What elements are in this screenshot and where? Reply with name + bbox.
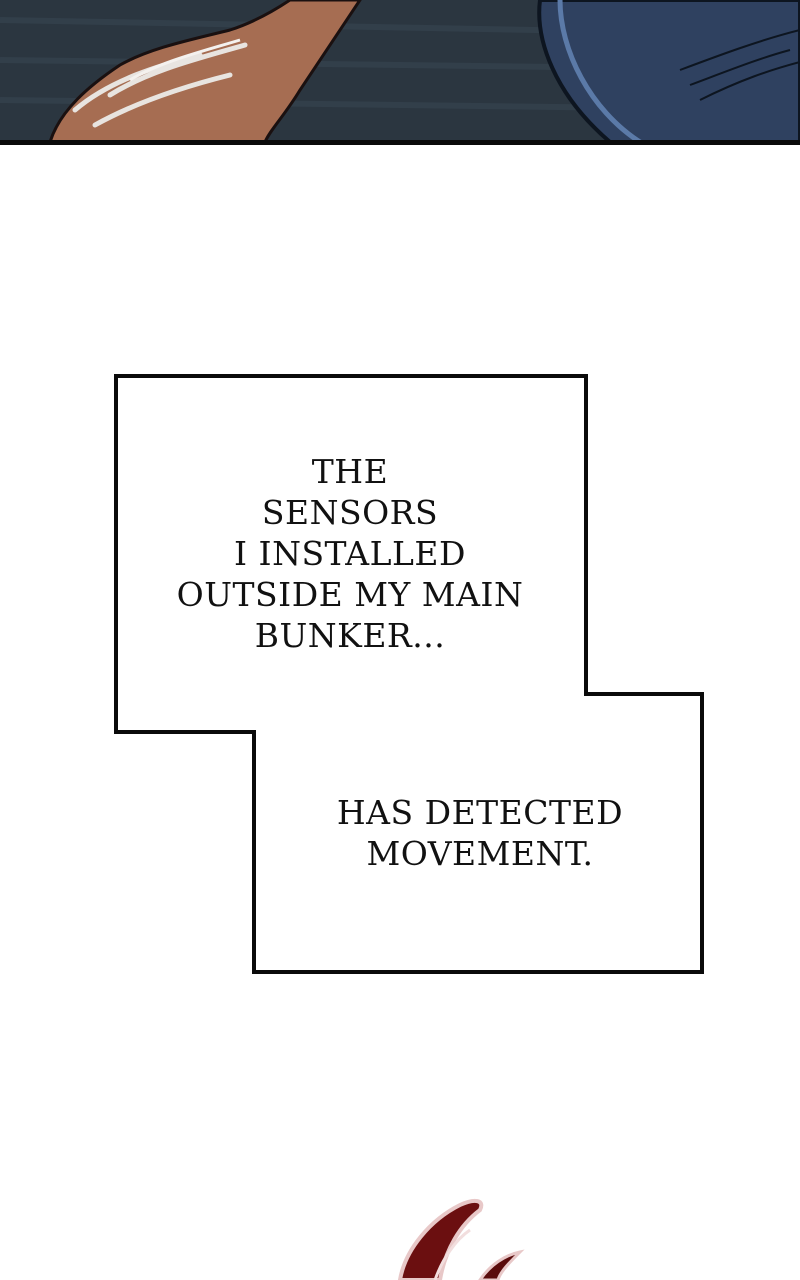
caption-line: I INSTALLED: [234, 534, 466, 573]
narration-caption-1: THE SENSORS I INSTALLED OUTSIDE MY MAIN …: [150, 451, 550, 656]
caption-line: HAS DETECTED: [336, 793, 624, 832]
caption-line: BUNKER...: [254, 616, 446, 655]
caption-line: SENSORS: [261, 493, 439, 532]
narration-caption-2: HAS DETECTED MOVEMENT.: [300, 792, 660, 874]
caption-line: OUTSIDE MY MAIN: [176, 575, 524, 614]
caption-line: THE: [311, 452, 389, 491]
bottom-panel-art: [397, 1198, 525, 1280]
top-panel-art: [0, 0, 800, 145]
caption-line: MOVEMENT.: [366, 834, 594, 873]
